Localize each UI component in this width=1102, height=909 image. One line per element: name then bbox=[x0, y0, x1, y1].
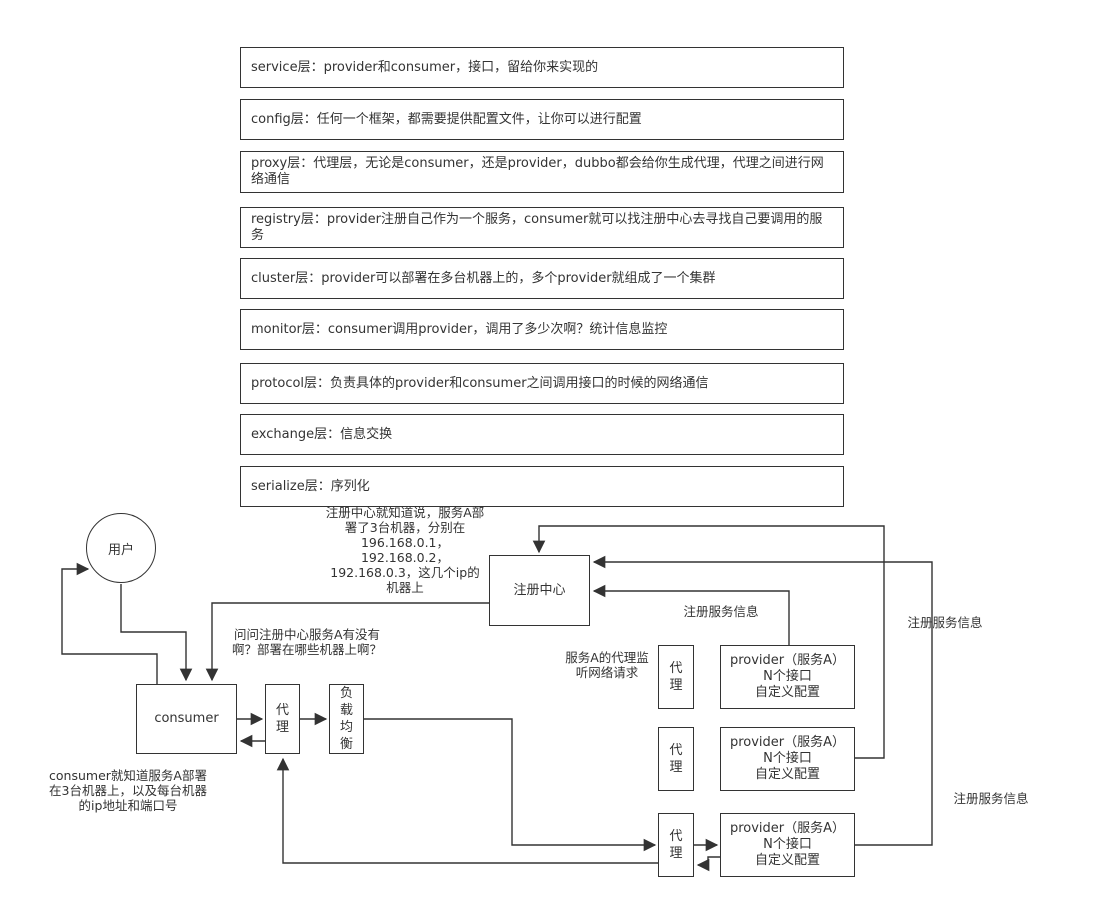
consumer-node: consumer bbox=[136, 684, 237, 754]
provider-proxy-1: 代理 bbox=[658, 645, 694, 709]
provider-interfaces: N个接口 bbox=[763, 837, 812, 852]
layer-protocol: protocol层：负责具体的provider和consumer之间调用接口的时… bbox=[240, 363, 844, 404]
consumer-proxy-label: 代理 bbox=[275, 703, 289, 735]
layer-serialize: serialize层：序列化 bbox=[240, 466, 844, 507]
provider-config: 自定义配置 bbox=[754, 685, 820, 700]
registry-node: 注册中心 bbox=[489, 555, 590, 626]
provider-proxy-3: 代理 bbox=[658, 813, 694, 877]
registry-label: 注册中心 bbox=[513, 582, 566, 598]
provider-title: provider（服务A） bbox=[729, 821, 846, 836]
layer-label: cluster层：provider可以部署在多台机器上的，多个provider就… bbox=[251, 270, 716, 286]
edge-provider2-registry bbox=[532, 525, 885, 759]
layer-config: config层：任何一个框架，都需要提供配置文件，让你可以进行配置 bbox=[240, 99, 844, 140]
provider-node-1: provider（服务A） N个接口 自定义配置 bbox=[720, 645, 855, 709]
layer-label: monitor层：consumer调用provider，调用了多少次啊？统计信息… bbox=[251, 321, 668, 337]
layer-label: proxy层：代理层，无论是consumer，还是provider，dubbo都… bbox=[251, 156, 824, 187]
proxy-note: 服务A的代理监听网络请求 bbox=[565, 650, 649, 680]
provider-interfaces: N个接口 bbox=[763, 751, 812, 766]
registry-note: 注册中心就知道说，服务A部署了3台机器，分别在196.168.0.1，192.1… bbox=[325, 505, 485, 595]
layer-proxy: proxy层：代理层，无论是consumer，还是provider，dubbo都… bbox=[240, 151, 844, 193]
edge-lb-provider-proxy bbox=[364, 718, 657, 852]
user-label: 用户 bbox=[107, 542, 134, 558]
edge-provider3-proxy3 bbox=[696, 856, 721, 872]
provider-proxy-label: 代理 bbox=[669, 661, 683, 693]
provider-proxy-2: 代理 bbox=[658, 727, 694, 791]
provider-config: 自定义配置 bbox=[754, 853, 820, 868]
provider-proxy-label: 代理 bbox=[669, 829, 683, 861]
edge-provider1-registry bbox=[592, 584, 790, 645]
consumer-proxy-node: 代理 bbox=[265, 684, 300, 754]
provider-proxy-label: 代理 bbox=[669, 743, 683, 775]
edge-registry-consumer bbox=[205, 602, 490, 682]
user-node: 用户 bbox=[86, 513, 156, 583]
load-balance-node: 负载均衡 bbox=[329, 684, 364, 754]
layer-monitor: monitor层：consumer调用provider，调用了多少次啊？统计信息… bbox=[240, 309, 844, 350]
load-balance-label: 负载均衡 bbox=[339, 686, 353, 752]
layer-registry: registry层：provider注册自己作为一个服务，consumer就可以… bbox=[240, 207, 844, 248]
layer-exchange: exchange层：信息交换 bbox=[240, 414, 844, 455]
provider-node-2: provider（服务A） N个接口 自定义配置 bbox=[720, 727, 855, 791]
provider-node-3: provider（服务A） N个接口 自定义配置 bbox=[720, 813, 855, 877]
edge-consumer-user bbox=[61, 562, 158, 684]
edge-provider3-registry bbox=[592, 555, 933, 846]
register-info-label-2: 注册服务信息 bbox=[907, 615, 983, 630]
register-info-label-3: 注册服务信息 bbox=[953, 791, 1029, 806]
consumer-label: consumer bbox=[154, 711, 219, 726]
edge-provider-proxy-back bbox=[276, 757, 659, 864]
layer-label: registry层：provider注册自己作为一个服务，consumer就可以… bbox=[251, 211, 823, 243]
layer-service: service层：provider和consumer，接口，留给你来实现的 bbox=[240, 47, 844, 88]
consumer-note: consumer就知道服务A部署在3台机器上，以及每台机器的ip地址和端口号 bbox=[49, 768, 207, 813]
provider-interfaces: N个接口 bbox=[763, 669, 812, 684]
provider-title: provider（服务A） bbox=[729, 653, 846, 668]
ask-registry-note: 问问注册中心服务A有没有啊？部署在哪些机器上啊？ bbox=[231, 627, 382, 657]
layer-cluster: cluster层：provider可以部署在多台机器上的，多个provider就… bbox=[240, 258, 844, 299]
layer-label: exchange层：信息交换 bbox=[251, 426, 393, 442]
layer-label: service层：provider和consumer，接口，留给你来实现的 bbox=[251, 59, 599, 75]
provider-config: 自定义配置 bbox=[754, 767, 820, 782]
register-info-label-1: 注册服务信息 bbox=[683, 604, 759, 619]
layer-label: config层：任何一个框架，都需要提供配置文件，让你可以进行配置 bbox=[251, 111, 642, 127]
layer-label: protocol层：负责具体的provider和consumer之间调用接口的时… bbox=[251, 375, 709, 391]
edge-user-consumer bbox=[120, 584, 193, 682]
layer-label: serialize层：序列化 bbox=[251, 478, 370, 494]
provider-title: provider（服务A） bbox=[729, 735, 846, 750]
